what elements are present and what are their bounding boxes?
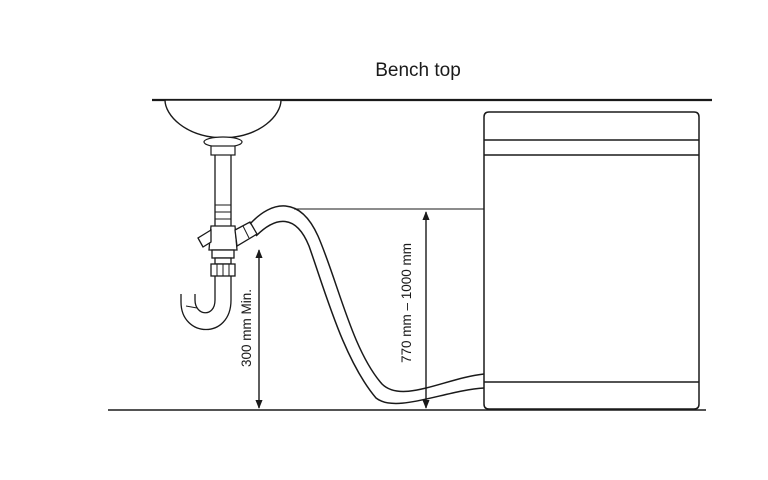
- drain-hose-inner: [255, 220, 485, 405]
- drain-hose-outer: [249, 205, 485, 393]
- sink-bowl: [164, 99, 282, 139]
- sink-drain-collar: [210, 145, 236, 156]
- max-height-label: 770 mm – 1000 mm: [399, 243, 414, 363]
- drain-tailpipe: [214, 155, 232, 228]
- dishwasher: [483, 111, 700, 410]
- drain-tee-fitting: [197, 221, 258, 277]
- bench-top-label: Bench top: [375, 60, 461, 81]
- drain-trap: [180, 276, 232, 331]
- min-height-label: 300 mm Min.: [239, 289, 254, 367]
